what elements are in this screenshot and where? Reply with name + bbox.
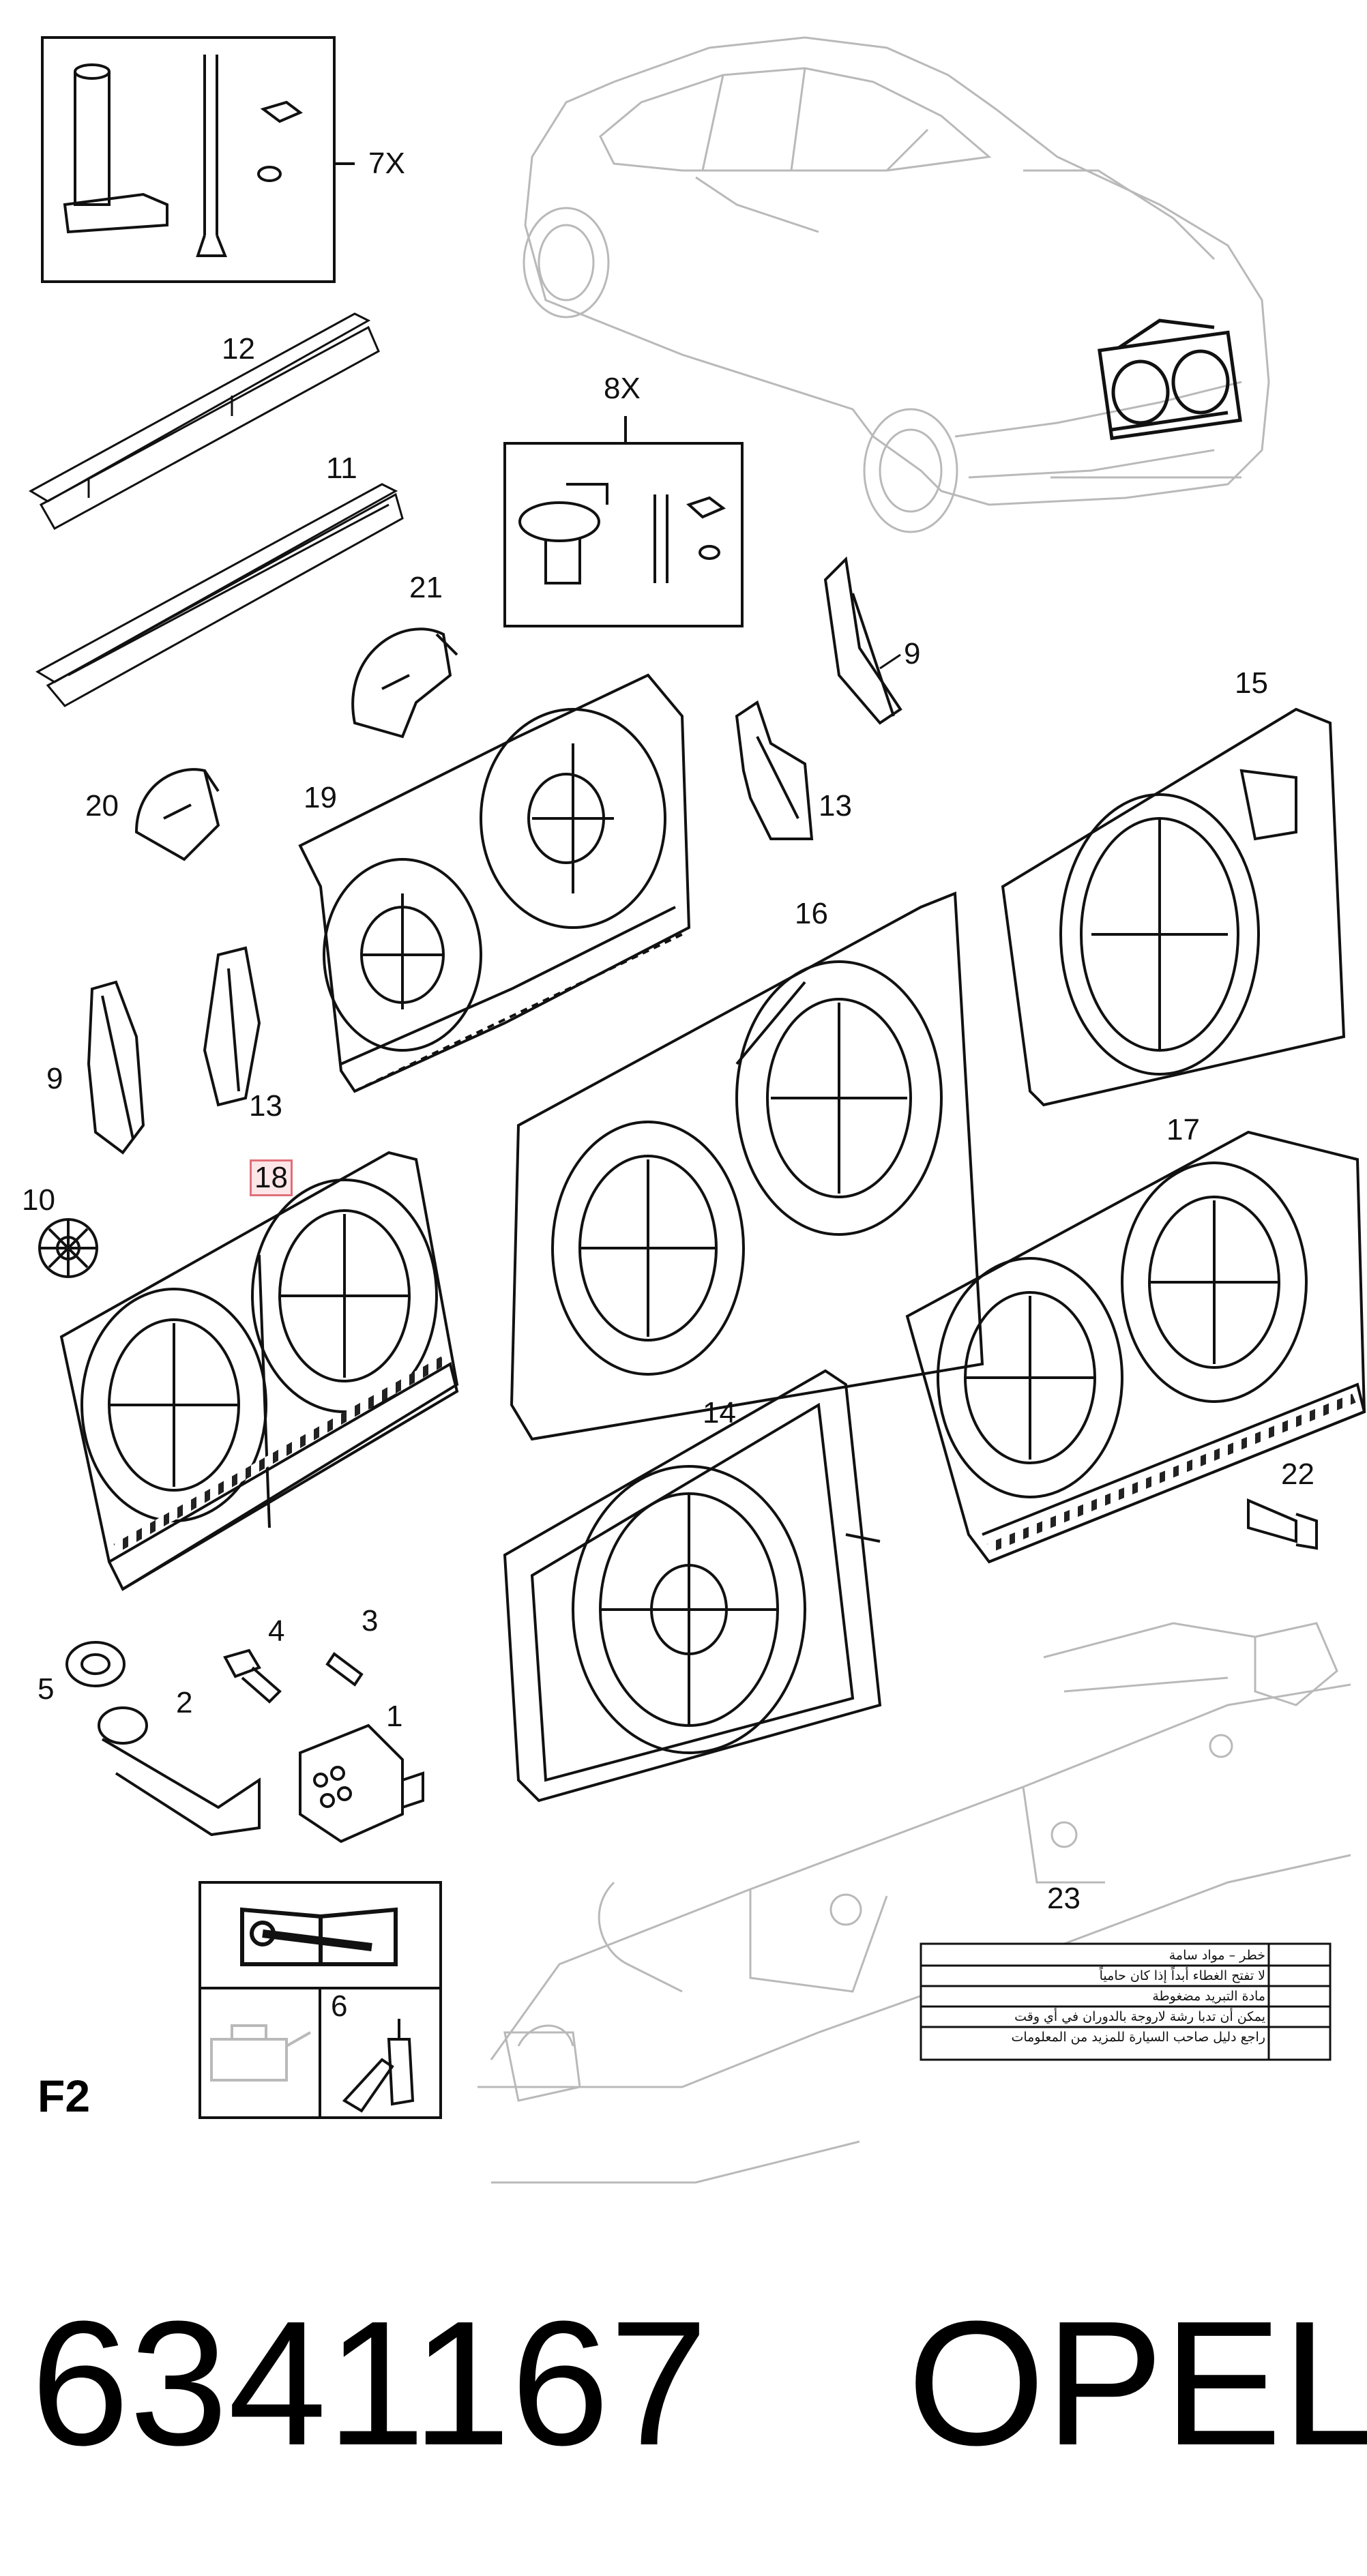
- callout-23: 23: [1047, 1882, 1081, 1915]
- part-21-bracket: [351, 627, 458, 739]
- subframe-outline: [477, 1622, 1351, 2184]
- callout-22: 22: [1281, 1457, 1314, 1491]
- part-1-connector: [299, 1723, 424, 1844]
- callout-14: 14: [703, 1396, 736, 1430]
- part-number: 6341167: [31, 2285, 708, 2483]
- part-20-bracket: [134, 768, 220, 861]
- callout-6: 6: [331, 1989, 348, 2023]
- callout-18: 18: [250, 1159, 293, 1196]
- callout-21: 21: [409, 571, 443, 604]
- callout-19: 19: [304, 781, 337, 814]
- part-5-grommet: [65, 1641, 126, 1687]
- callout-12: 12: [222, 332, 255, 366]
- brand-name: OPEL: [907, 2285, 1367, 2483]
- callout-13-upper: 13: [819, 789, 852, 823]
- part-12-strip: [28, 312, 380, 531]
- manual-wrench-icon: [240, 1907, 398, 1966]
- warning-line-5: راجع دليل صاحب السيارة للمزيد من المعلوم…: [1011, 2030, 1265, 2045]
- callout-4: 4: [268, 1614, 285, 1648]
- part-18-fan-shroud: [59, 1151, 459, 1591]
- part-19-fan-shroud: [298, 673, 691, 1093]
- part-13-deflector-lower: [203, 946, 261, 1107]
- callout-8x: 8X: [604, 372, 641, 405]
- callout-3: 3: [362, 1604, 379, 1638]
- part-9-deflector-upper: [823, 556, 902, 725]
- callout-15: 15: [1235, 666, 1268, 700]
- part-22-screw: [1247, 1498, 1318, 1550]
- part-2-bracket: [98, 1706, 261, 1837]
- part-11-strip: [35, 483, 404, 707]
- part-17-fan-shroud: [905, 1130, 1366, 1564]
- callout-17: 17: [1166, 1113, 1200, 1146]
- part-23-warning-label: [920, 1942, 1332, 2061]
- callout-1: 1: [386, 1700, 403, 1733]
- warning-line-2: لا تفتح الغطاء أبداً إذا كان حامياً: [1099, 1968, 1265, 1983]
- part-4-bolt: [223, 1648, 282, 1704]
- part-14-fan-shroud: [503, 1369, 882, 1803]
- part-9-deflector-lower: [87, 980, 145, 1155]
- part-7x-kit: [41, 36, 355, 283]
- warning-label-text: خطر – مواد سامة لا تفتح الغطاء أبداً إذا…: [928, 1945, 1265, 2047]
- part-15-fan-shroud: [1001, 707, 1346, 1107]
- part-8x-kit: [503, 416, 744, 627]
- part-13-deflector-upper: [735, 700, 814, 840]
- grease-tube-icon: [342, 2019, 415, 2113]
- callout-11: 11: [326, 451, 357, 485]
- callout-9-upper: 9: [904, 637, 921, 670]
- warning-line-1: خطر – مواد سامة: [1168, 1948, 1265, 1963]
- part-10-grommet: [38, 1218, 98, 1278]
- warning-line-4: يمكن أن تدبا رشة لاروجة بالدوران في أي و…: [1014, 2009, 1265, 2024]
- leader-lines: [879, 653, 901, 670]
- callout-13-lower: 13: [249, 1089, 282, 1123]
- warning-line-3: مادة التبريد مضغوطة: [1152, 1989, 1265, 2004]
- callout-9-lower: 9: [46, 1062, 63, 1095]
- part-16-fan-shroud: [510, 891, 984, 1441]
- callout-7x: 7X: [368, 147, 405, 180]
- section-code: F2: [38, 2071, 91, 2121]
- callout-16: 16: [795, 897, 828, 930]
- callout-2: 2: [176, 1686, 193, 1719]
- callout-5: 5: [38, 1672, 55, 1706]
- callout-20: 20: [85, 789, 119, 823]
- callout-10: 10: [22, 1183, 55, 1217]
- oil-can-icon: [210, 2024, 311, 2082]
- fan-module-on-vehicle: [1098, 319, 1242, 441]
- part-3-stud: [325, 1652, 364, 1687]
